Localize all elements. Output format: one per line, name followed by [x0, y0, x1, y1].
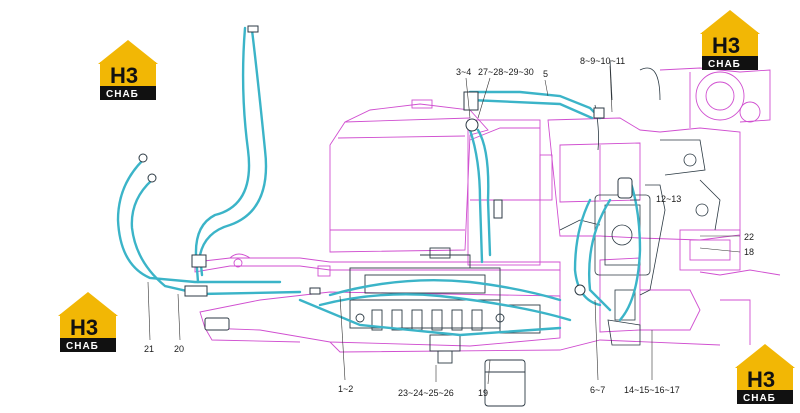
hose-valve-link-b — [318, 293, 572, 322]
logo-top-left: H3 CHAБ — [98, 40, 158, 100]
callout-labels: 3~4 27~28~29~30 5 8~9~10~11 12~13 22 18 … — [144, 56, 754, 398]
callout-1-2: 1~2 — [338, 384, 353, 394]
callout-23-26: 23~24~25~26 — [398, 388, 454, 398]
leader-lines — [147, 65, 741, 385]
hose-long-upper-2 — [194, 26, 251, 284]
svg-text:CHAБ: CHAБ — [743, 393, 776, 404]
hose-fittings — [138, 25, 633, 331]
logo-bottom-left: H3 CHAБ — [58, 292, 118, 352]
callout-20: 20 — [174, 344, 184, 354]
callout-21: 21 — [144, 344, 154, 354]
machine-frame — [194, 67, 781, 353]
hose-left-20 — [130, 178, 302, 296]
hose-bottom-run — [298, 298, 562, 337]
hose-left-21 — [116, 158, 282, 284]
hose-set — [116, 26, 642, 337]
hose-top-5b — [468, 98, 594, 120]
callout-3-4: 3~4 — [456, 67, 471, 77]
callout-12-13: 12~13 — [656, 194, 681, 204]
callout-27-30: 27~28~29~30 — [478, 67, 534, 77]
svg-text:CHAБ: CHAБ — [106, 89, 139, 100]
hose-pump-loop — [573, 198, 602, 307]
svg-text:CHAБ: CHAБ — [708, 59, 741, 70]
logo-roof-icon — [98, 40, 158, 64]
logo-roof-icon — [58, 292, 118, 316]
logo-roof-icon — [735, 344, 795, 368]
hose-pump-loop-b — [588, 198, 612, 312]
svg-text:H3: H3 — [110, 63, 138, 88]
hose-long-upper — [198, 28, 268, 277]
svg-text:H3: H3 — [747, 367, 775, 392]
callout-14-17: 14~15~16~17 — [624, 385, 680, 395]
callout-6-7: 6~7 — [590, 385, 605, 395]
callout-22: 22 — [744, 232, 754, 242]
svg-text:H3: H3 — [70, 315, 98, 340]
logo-bottom-right: H3 CHAБ — [735, 344, 795, 404]
callout-5: 5 — [543, 69, 548, 79]
callout-18: 18 — [744, 247, 754, 257]
hose-riser-b — [468, 128, 484, 264]
svg-text:H3: H3 — [712, 33, 740, 58]
svg-text:CHAБ: CHAБ — [66, 341, 99, 352]
hose-top-5 — [468, 90, 602, 120]
callout-8-11: 8~9~10~11 — [580, 56, 625, 66]
logo-roof-icon — [700, 10, 760, 34]
hose-valve-link — [328, 278, 562, 302]
hose-right-12 — [618, 178, 642, 322]
logo-top-right: H3 CHAБ — [700, 10, 760, 70]
hose-riser — [476, 128, 492, 257]
callout-19: 19 — [478, 388, 488, 398]
